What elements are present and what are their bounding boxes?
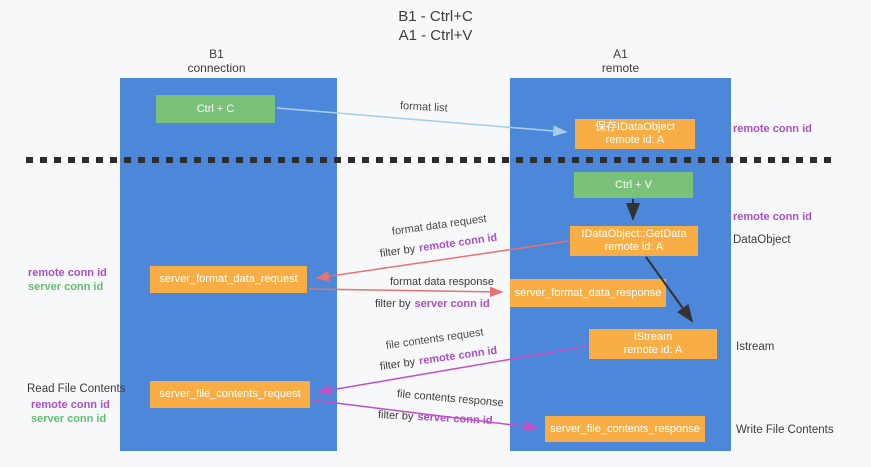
filter-prefix-2: filter by [375,298,411,310]
format-data-response-label: format data response [390,276,494,288]
remote-conn-id-left-1: remote conn id [28,267,107,279]
filter-prefix-3: filter by [379,356,416,373]
save-idataobject-box: 保存IDataObject remote id: A [575,119,695,149]
server-conn-id-left-1: server conn id [28,281,104,293]
file-contents-response-label: file contents response [396,388,505,410]
lane-right-subtitle: remote [601,61,640,75]
server-format-data-request-label: server_format_data_request [159,273,298,285]
format-list-label: format list [399,100,448,115]
filter-remote-conn-id-1: remote conn id [418,231,498,255]
ctrl-v-box: Ctrl + V [574,172,693,198]
lane-right-title: A1 [613,47,628,61]
lane-left-subtitle: connection [187,61,246,75]
idataobject-getdata-line2: remote id: A [604,241,664,253]
server-file-contents-request-box: server_file_contents_request [150,381,310,408]
page-title-line1: B1 - Ctrl+C [398,8,473,25]
istream-box-line2: remote id: A [623,344,683,356]
server-format-data-request-box: server_format_data_request [150,266,307,293]
ctrl-v-label: Ctrl + V [615,178,652,191]
filter-prefix-1: filter by [379,243,416,260]
server-conn-id-left-2: server conn id [31,413,107,425]
server-file-contents-response-box: server_file_contents_response [545,416,705,442]
istream-box-line1: IStream [633,331,673,343]
remote-conn-id-right-1: remote conn id [733,123,812,135]
filter-server-conn-id-2: server conn id [417,411,493,427]
server-format-data-response-label: server_format_data_response [514,286,662,299]
filter-server-conn-id-1: server conn id [414,298,490,310]
format-data-response-arrow [308,286,504,298]
dataobject-label: DataObject [733,234,791,246]
server-file-contents-response-label: server_file_contents_response [550,422,700,435]
ctrl-c-label: Ctrl + C [196,102,235,115]
dashed-separator-line [26,157,838,163]
server-format-data-response-box: server_format_data_response [510,279,666,307]
lane-header-right: A1 remote [510,47,731,75]
page-title: B1 - Ctrl+C A1 - Ctrl+V [0,7,871,45]
filter-remote-conn-id-2: remote conn id [418,344,498,368]
idataobject-getdata-line1: IDataObject::GetData [581,228,687,240]
remote-conn-id-left-2: remote conn id [31,399,110,411]
istream-side-label: Istream [736,341,775,353]
istream-box: IStream remote id: A [589,329,717,359]
lane-header-left: B1 connection [108,47,325,75]
save-idataobject-line2: remote id: A [605,134,665,146]
filter-prefix-4: filter by [377,409,414,423]
page-title-line2: A1 - Ctrl+V [398,27,473,44]
write-file-contents-label: Write File Contents [736,424,834,436]
remote-conn-id-right-2: remote conn id [733,211,812,223]
ctrl-c-box: Ctrl + C [156,95,275,123]
server-file-contents-request-label: server_file_contents_request [159,388,301,400]
read-file-contents-label: Read File Contents [27,383,126,395]
idataobject-getdata-box: IDataObject::GetData remote id: A [570,226,698,256]
lane-left-title: B1 [209,47,224,61]
save-idataobject-line1: 保存IDataObject [594,121,676,133]
